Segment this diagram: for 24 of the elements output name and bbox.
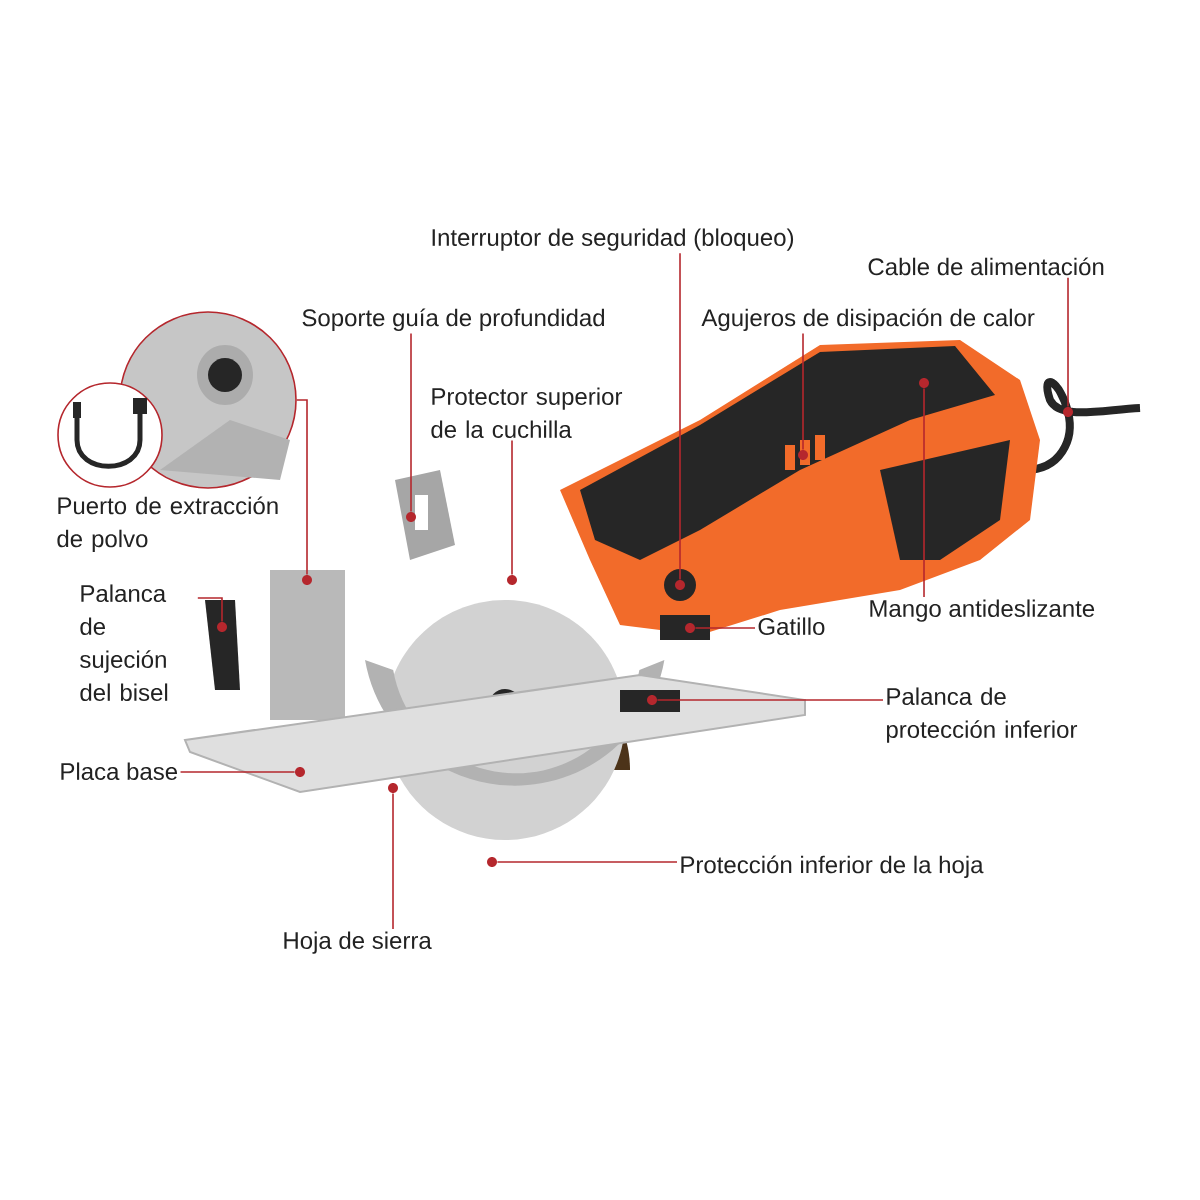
callout-text: Protector superior de la cuchilla — [431, 387, 623, 438]
leader-line — [1067, 276, 1069, 408]
leader-line — [197, 597, 223, 623]
leader-line — [656, 699, 884, 701]
callout-text: Cable de alimentación — [868, 257, 1104, 276]
callout-text: Protección inferior de la hoja — [681, 855, 984, 879]
leader-line — [802, 332, 804, 451]
leader-line — [496, 861, 678, 863]
callout-text: Gatillo — [758, 617, 825, 635]
callout-text: Placa base — [61, 762, 177, 780]
leader-line — [511, 439, 513, 576]
leader-line — [296, 399, 308, 576]
callout-text: Palanca de protección inferior — [886, 687, 1078, 743]
leader-line — [392, 792, 394, 930]
callout-text: Palanca de sujeción del bisel — [80, 584, 168, 701]
leader-line — [410, 332, 412, 513]
inset-caption: Puerto de extracción de polvo — [57, 496, 278, 553]
callout-text: Interruptor de seguridad (bloqueo) — [432, 228, 794, 251]
leader-line — [694, 627, 756, 629]
callout-text: Hoja de sierra — [284, 931, 432, 954]
callout-text: Soporte guía de profundidad — [302, 308, 605, 332]
callout-text: Agujeros de disipación de calor — [701, 308, 1035, 332]
leader-line — [179, 771, 296, 773]
callout-text: Mango antideslizante — [870, 599, 1095, 622]
